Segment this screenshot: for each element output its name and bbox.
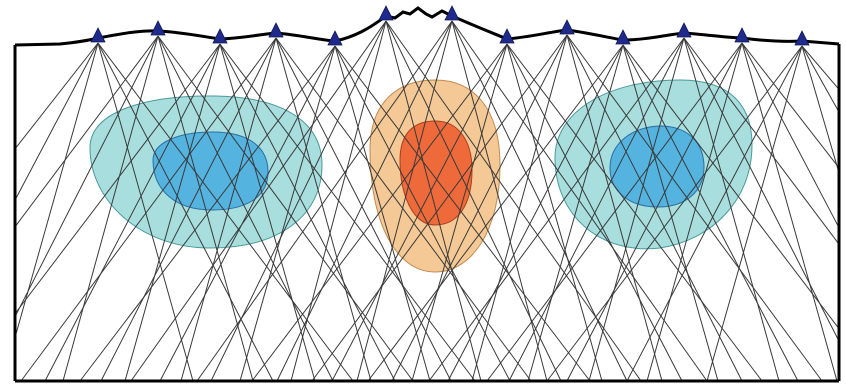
seismic-tomography-diagram — [0, 0, 846, 385]
